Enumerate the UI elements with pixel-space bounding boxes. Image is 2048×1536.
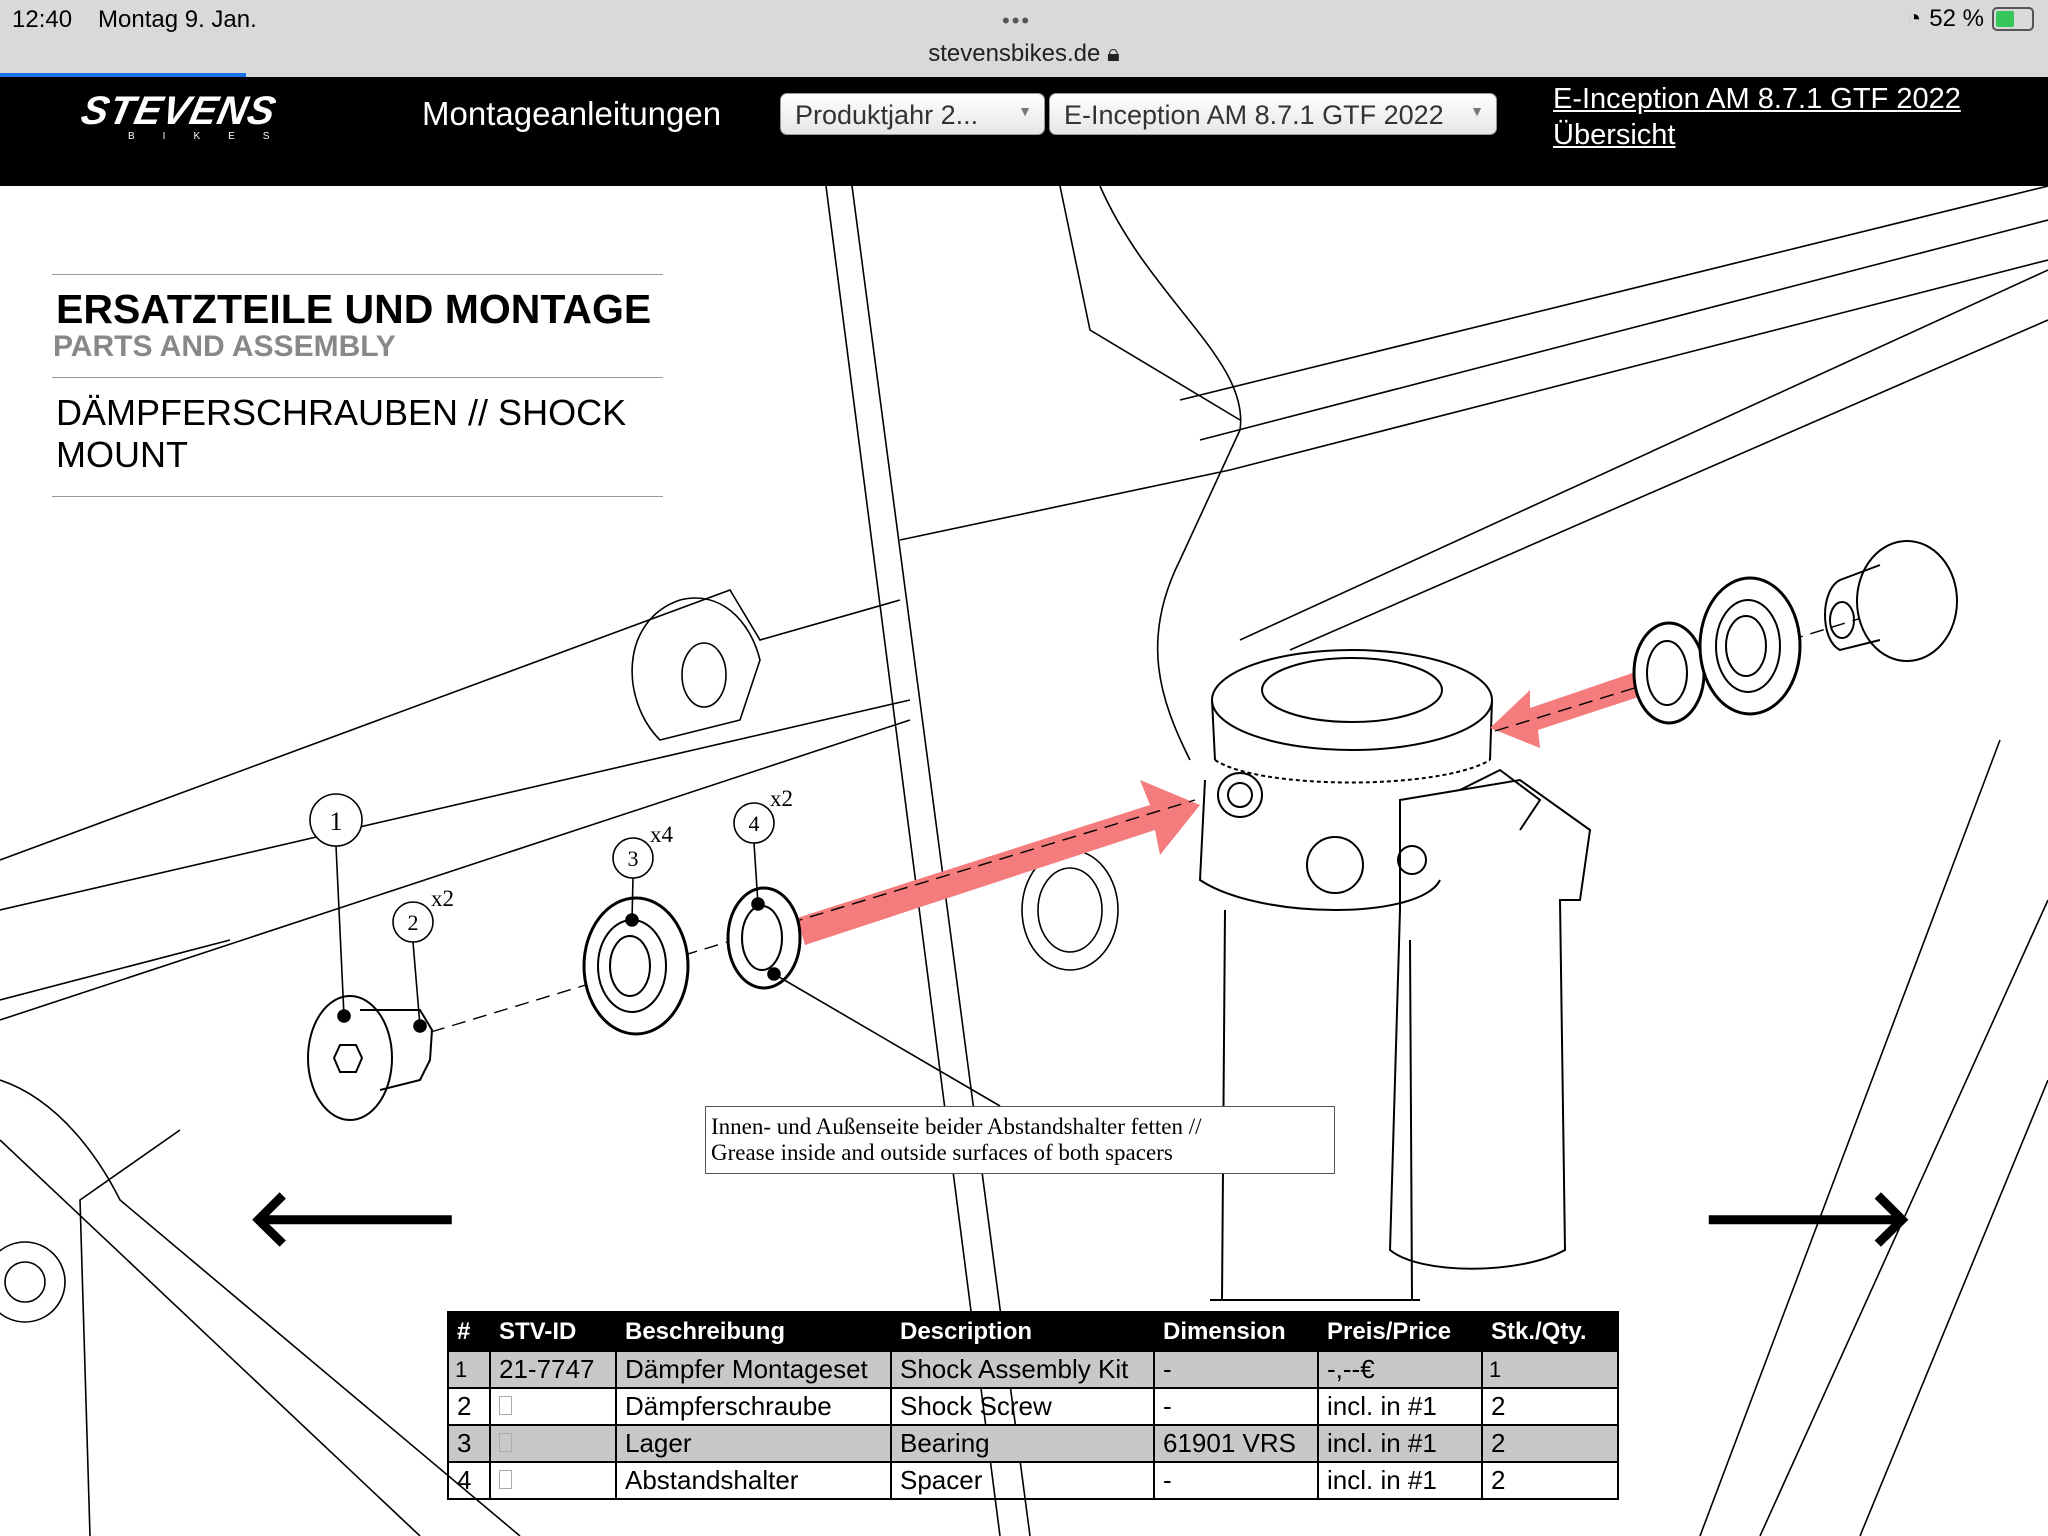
callout-1: 1	[330, 807, 343, 836]
table-header: # STV-ID Beschreibung Description Dimens…	[447, 1311, 1619, 1352]
col-price: Preis/Price	[1317, 1311, 1483, 1352]
overview-link[interactable]: E-Inception AM 8.7.1 GTF 2022 Übersicht	[1553, 83, 1961, 151]
callouts	[309, 793, 1001, 1107]
url-text: stevensbikes.de	[928, 40, 1101, 67]
parts-table: # STV-ID Beschreibung Description Dimens…	[447, 1311, 1619, 1500]
parts-left	[307, 886, 802, 1121]
multitasking-dots[interactable]: •••	[1002, 8, 1032, 33]
divider	[52, 274, 663, 275]
date: Montag 9. Jan.	[98, 6, 257, 33]
page-title: ERSATZTEILE UND MONTAGE	[56, 286, 652, 332]
stevens-logo[interactable]: STEVENS BIKES	[77, 89, 298, 142]
col-beschreibung: Beschreibung	[615, 1311, 892, 1352]
product-year-select[interactable]: Produktjahr 2...▼	[780, 93, 1045, 135]
ios-status-bar: 12:40 Montag 9. Jan. ••• stevensbikes.de…	[0, 0, 2048, 77]
callout-4: 4	[749, 811, 760, 836]
callout-3: 3	[628, 846, 639, 871]
qty-mark-2: x2	[431, 886, 454, 911]
nav-title: Montageanleitungen	[422, 95, 722, 132]
prev-arrow-icon[interactable]: 🡐	[246, 1173, 461, 1262]
wifi-icon: ◔	[1906, 5, 1922, 32]
section-heading: DÄMPFERSCHRAUBEN // SHOCK MOUNT	[56, 392, 627, 475]
frame-lines	[0, 185, 2048, 1536]
battery-percent: 52 %	[1929, 5, 1984, 32]
site-header: STEVENS BIKES Montageanleitungen Produkt…	[0, 77, 2048, 186]
callout-2: 2	[408, 910, 419, 935]
model-select[interactable]: E-Inception AM 8.7.1 GTF 2022▼	[1049, 93, 1497, 135]
missing-glyph-icon	[499, 1433, 512, 1452]
divider	[52, 377, 663, 378]
missing-glyph-icon	[499, 1396, 512, 1415]
col-stv-id: STV-ID	[489, 1311, 617, 1352]
page-load-progress	[0, 73, 246, 77]
col-description: Description	[890, 1311, 1155, 1352]
dropdown-caret-icon: ▼	[1018, 103, 1032, 119]
col-number: #	[447, 1311, 491, 1352]
qty-mark-4: x2	[770, 786, 793, 811]
address-bar[interactable]: stevensbikes.de 🔒︎	[0, 40, 2048, 68]
shock-absorber	[1198, 649, 1592, 1301]
missing-glyph-icon	[499, 1470, 512, 1489]
divider	[52, 496, 663, 497]
battery-icon	[1992, 7, 2034, 31]
next-arrow-icon[interactable]: 🡒	[1700, 1173, 1915, 1262]
title-block: ERSATZTEILE UND MONTAGE PARTS AND ASSEMB…	[52, 274, 663, 497]
dropdown-caret-icon: ▼	[1470, 103, 1484, 119]
parts-right	[1632, 540, 1958, 725]
lock-icon: 🔒︎	[1107, 40, 1120, 67]
direction-arrows	[797, 662, 1672, 945]
col-dimension: Dimension	[1153, 1311, 1319, 1352]
clock: 12:40	[12, 6, 73, 33]
qty-mark-3: x4	[650, 822, 674, 847]
col-qty: Stk./Qty.	[1481, 1311, 1619, 1352]
grease-note: Innen- und Außenseite beider Abstandshal…	[705, 1106, 1335, 1174]
page-subtitle: PARTS AND ASSEMBLY	[53, 330, 396, 363]
